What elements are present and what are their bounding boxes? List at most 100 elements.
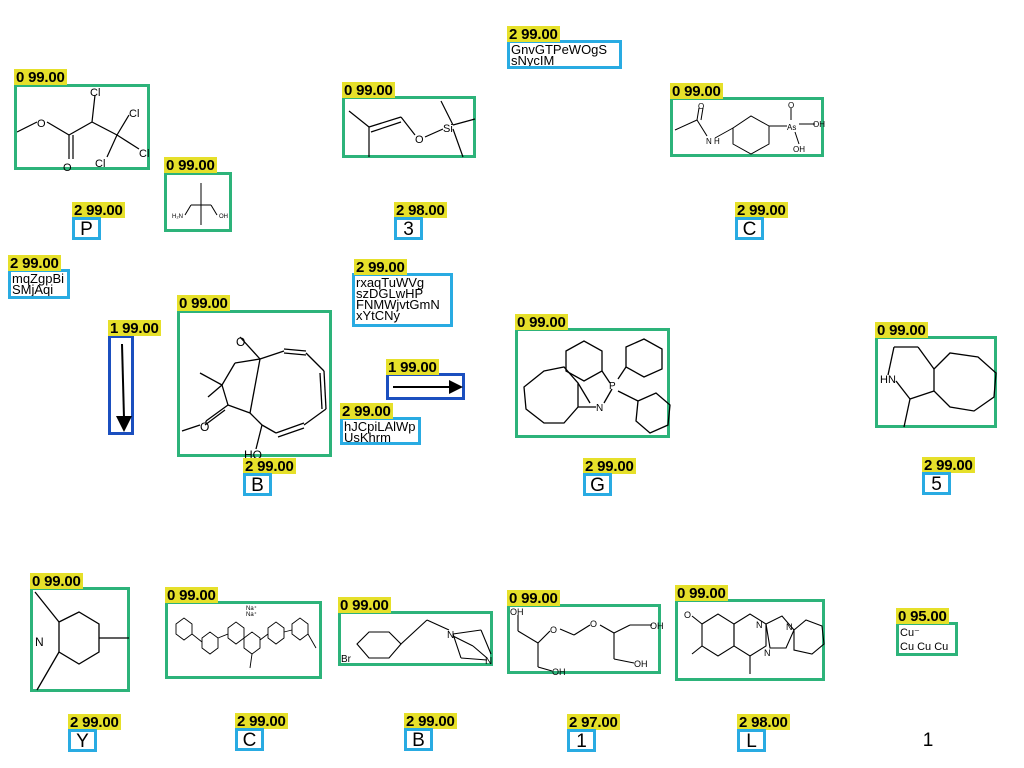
score-badge: 0 99.00: [515, 314, 568, 331]
molecule-box-11: OH O O OH OH OH: [507, 604, 664, 677]
text-snippet: rxaqTuWVg szDGLwHP FNMWjvtGmN xYtCNy: [356, 275, 440, 323]
molecule-box-1: O O Cl Cl Cl Cl: [14, 84, 150, 173]
undetected-label: 1: [922, 730, 934, 751]
identifier-label: B: [404, 728, 433, 751]
molecule-structure-10: Br N N: [341, 619, 492, 667]
atom-cl: Cl: [139, 148, 149, 160]
score-badge: 2 99.00: [583, 458, 636, 475]
molecule-box-3: O Si: [342, 96, 476, 158]
molecule-box-10: Br N N: [338, 611, 493, 667]
atom-ho: HO: [244, 448, 262, 460]
text-snippet-box: GnvGTPeWOgS sNycIM: [507, 40, 622, 69]
atom-o: O: [788, 101, 794, 110]
atom-oh: OH: [219, 214, 228, 220]
molecule-structure-7: HN: [880, 346, 997, 428]
atom-o: O: [415, 134, 424, 146]
atom-oh: OH: [793, 145, 805, 154]
atom-n: N: [447, 630, 454, 641]
atom-as: As: [787, 123, 796, 132]
atom-cl: Cl: [90, 87, 100, 99]
atom-n: N: [596, 403, 603, 414]
score-badge: 1 99.00: [108, 320, 161, 337]
atom-nh2: H₂N: [172, 214, 183, 220]
score-badge: 2 99.00: [235, 713, 288, 730]
atom-oh: OH: [510, 607, 524, 617]
atom-o: O: [550, 625, 557, 635]
atom-br: Br: [341, 654, 352, 665]
atom-o: O: [590, 619, 597, 629]
score-badge: 0 99.00: [675, 585, 728, 602]
text-snippet: mqZgpBi SMjAqi: [12, 271, 65, 297]
molecule-structure-12: O N N N: [684, 610, 825, 674]
molecule-structure-2: H₂N OH: [172, 183, 228, 225]
atom-o: O: [684, 610, 691, 620]
atom-cl: Cl: [129, 108, 139, 120]
identifier-label: C: [735, 217, 764, 240]
text-snippet-box: rxaqTuWVg szDGLwHP FNMWjvtGmN xYtCNy: [352, 273, 453, 327]
score-badge: 2 99.00: [243, 458, 296, 475]
atom-p: P: [609, 381, 616, 392]
identifier-label: B: [243, 473, 272, 496]
molecule-structure-9: Na⁺ Na⁺: [175, 605, 317, 669]
score-badge: 0 99.00: [338, 597, 391, 614]
identifier-label: P: [72, 217, 101, 240]
molecule-box-7: HN: [875, 336, 997, 428]
score-badge: 2 98.00: [394, 202, 447, 219]
molecule-box-6: P N: [515, 328, 671, 438]
score-badge: 0 99.00: [507, 590, 560, 607]
score-badge: 0 95.00: [896, 608, 949, 625]
molecule-box-2: H₂N OH: [164, 172, 232, 232]
text-snippet-box: mqZgpBi SMjAqi: [8, 269, 70, 299]
arrow-box-right: [386, 373, 465, 400]
atom-n: N: [764, 648, 771, 658]
text-snippet-box: hJCpiLAlWp UsKhrm: [340, 417, 421, 445]
atom-n: N: [786, 622, 793, 632]
score-badge: 1 99.00: [386, 359, 439, 376]
identifier-label: G: [583, 473, 612, 496]
score-badge: 2 99.00: [404, 713, 457, 730]
atom-oh: OH: [813, 120, 825, 129]
atom-o: O: [200, 420, 209, 434]
score-badge: 0 99.00: [342, 82, 395, 99]
molecule-structure-6: P N: [523, 338, 671, 434]
arrow-right-icon: [393, 380, 463, 394]
atom-n: N: [756, 620, 763, 630]
identifier-label: C: [235, 728, 264, 751]
score-badge: 2 99.00: [507, 26, 560, 43]
text-snippet: hJCpiLAlWp UsKhrm: [344, 419, 416, 445]
molecule-box-12: O N N N: [675, 599, 825, 681]
atom-n: N H: [706, 137, 720, 146]
molecule-box-13: Cu⁻ Cu Cu Cu: [896, 622, 958, 656]
atom-o: O: [37, 118, 46, 130]
molecule-box-8: N: [30, 587, 130, 692]
atom-n: N: [35, 635, 44, 649]
arrow-box-down: [108, 335, 134, 435]
score-badge: 2 99.00: [8, 255, 61, 272]
copper-formula: Cu⁻ Cu Cu Cu: [900, 627, 949, 653]
score-badge: 2 97.00: [567, 714, 620, 731]
molecule-structure-4: O N H As O OH OH: [674, 101, 825, 155]
atom-na: Na⁺: [246, 611, 257, 618]
atom-n: N: [485, 656, 492, 667]
score-badge: 2 99.00: [68, 714, 121, 731]
molecule-structure-8: N: [34, 591, 129, 691]
atom-si: Si: [443, 123, 453, 135]
score-badge: 2 99.00: [735, 202, 788, 219]
atom-nh: HN: [880, 374, 896, 386]
score-badge: 2 98.00: [737, 714, 790, 731]
atom-o: O: [236, 335, 245, 349]
score-badge: 0 99.00: [875, 322, 928, 339]
score-badge: 2 99.00: [72, 202, 125, 219]
atom-cl: Cl: [95, 158, 105, 170]
atom-o: O: [63, 162, 72, 173]
molecule-structure-5: O O HO: [181, 335, 327, 460]
molecule-box-5: O O HO: [177, 310, 332, 460]
arrow-down-icon: [116, 343, 132, 432]
molecule-box-4: O N H As O OH OH: [670, 97, 825, 157]
molecule-box-9: Na⁺ Na⁺: [165, 601, 322, 679]
identifier-label: 3: [394, 217, 423, 240]
score-badge: 0 99.00: [30, 573, 83, 590]
atom-na: Na⁺: [246, 605, 257, 612]
score-badge: 0 99.00: [164, 157, 217, 174]
score-badge: 2 99.00: [354, 259, 407, 276]
